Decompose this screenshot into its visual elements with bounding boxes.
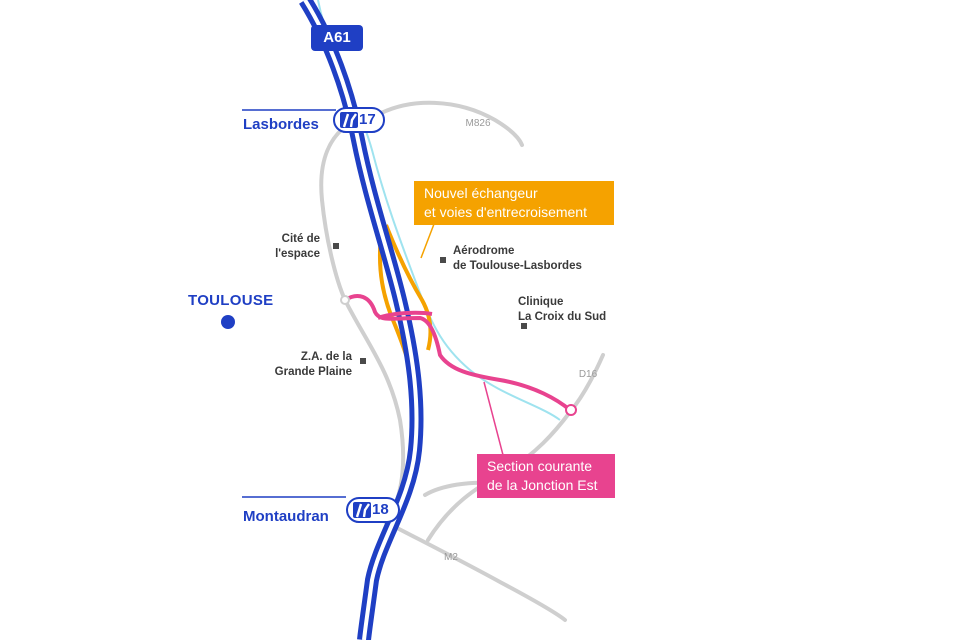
- roundabout-east: [565, 404, 577, 416]
- city-dot-icon: [221, 315, 235, 329]
- exit-18-badge[interactable]: 18: [346, 497, 400, 523]
- road-tag-d16: D16: [578, 369, 598, 380]
- road-m2: [376, 516, 567, 622]
- poi-square-icon: [521, 323, 527, 329]
- highway-shield: A61: [311, 25, 363, 51]
- poi-za-grande-plaine: Z.A. de la Grande Plaine: [274, 351, 352, 378]
- road-d16: [426, 353, 605, 542]
- road-tag-m2: M2: [444, 552, 458, 563]
- exit-17-badge[interactable]: 17: [333, 107, 385, 133]
- jonction-est-cross: [377, 310, 433, 320]
- road-m826: [370, 100, 524, 147]
- exit-ramp-icon: [353, 502, 371, 518]
- interchange-east-ramp: [384, 224, 433, 351]
- exit-17-label: Lasbordes: [243, 116, 319, 133]
- poi-square-icon: [440, 257, 446, 263]
- exit-18-label: Montaudran: [243, 508, 329, 525]
- callout-jonction-est-text: Section courante de la Jonction Est: [487, 458, 598, 493]
- poi-aerodrome: Aérodrome de Toulouse-Lasbordes: [453, 245, 582, 272]
- roundabout-west: [340, 295, 350, 305]
- road-tag-m826: M826: [465, 118, 491, 129]
- jonction-est-line: [343, 294, 572, 412]
- exit-17-number: 17: [359, 111, 376, 128]
- callout-interchange: Nouvel échangeur et voies d'entrecroisem…: [414, 181, 614, 225]
- leader-pink: [483, 381, 504, 456]
- poi-square-icon: [333, 243, 339, 249]
- poi-cite-espace: Cité de l'espace: [275, 233, 320, 260]
- callout-interchange-text: Nouvel échangeur et voies d'entrecroisem…: [424, 185, 587, 220]
- poi-square-icon: [360, 358, 366, 364]
- exit-18-number: 18: [372, 501, 389, 518]
- city-label: TOULOUSE: [188, 292, 274, 309]
- exit-ramp-icon: [340, 112, 358, 128]
- callout-jonction-est: Section courante de la Jonction Est: [477, 454, 615, 498]
- poi-clinique: Clinique La Croix du Sud: [518, 296, 607, 323]
- leader-orange: [420, 223, 435, 259]
